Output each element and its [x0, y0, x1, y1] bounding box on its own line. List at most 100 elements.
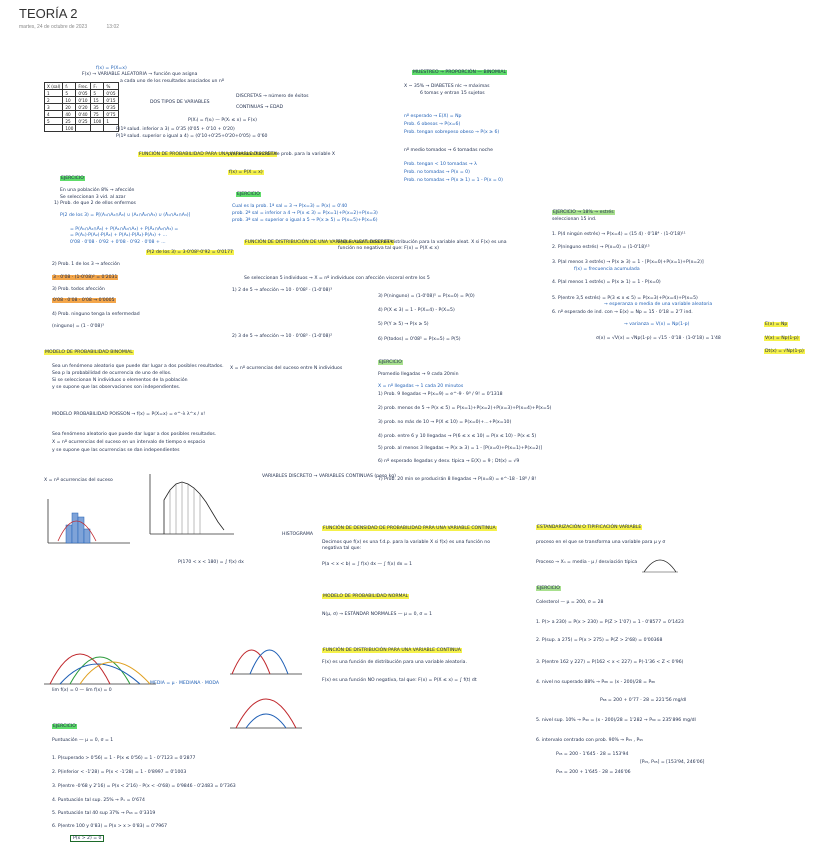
note-col2-30: 5) prob. al menos 3 llegadas → P(x ≥ 3) …	[378, 446, 543, 451]
note-col3-24: P₈₈ = 200 + 0'77 · 28 = 221'56 mg/dl	[600, 698, 687, 703]
note-col3-15: ESTANDARIZACIÓN O TIPIFICACIÓN VARIABLE	[536, 525, 643, 530]
note-col1-6: P(Xᵢ) = f(xᵢ) — P(Xᵢ ≤ x) = F(x)	[188, 118, 257, 123]
note-col2-38: P(a < x < b) = ∫ f(x) dx — ∫ f(x) dx = 1	[322, 562, 413, 567]
table-cell: 5	[90, 89, 105, 97]
note-col2-6: nº medio tomados → 6 tomadas noche	[404, 148, 493, 153]
note-col2-8: Prob. no tomadas → P(x = 0)	[404, 170, 470, 175]
note-col1-23: 3) Prob. todos afección	[52, 287, 105, 292]
note-col1-16: P(2 de los 3) = P[(A₁∩A₂∩Ā₃) ∪ (A₁∩Ā₂∩A₃…	[60, 213, 191, 218]
frequency-table: X (sal) fᵢ Frec. Fᵢ % 1 5 0'05 5 0'05 2 …	[43, 82, 119, 132]
note-col2-9: Prob. no tomadas → P(x ≥ 1) = 1 - P(x = …	[404, 178, 503, 183]
note-col3-7: 5. P(entre 3,5 estrés) = P(3 ≤ x ≤ 5) = …	[552, 296, 698, 301]
note-col1-15: 1) Prob. de que 2 de ellos enfermos	[54, 201, 136, 206]
page-time: 13:02	[106, 24, 120, 30]
note-col2-32: 7) Prob. 20 min se producirán 8 llegadas…	[378, 477, 537, 482]
table-row: 3 20 0'20 35 0'35	[43, 103, 119, 111]
note-col3-22: 3. P(entre 162 y 227) = P(162 < x < 227)…	[536, 660, 684, 665]
note-col2-34: HISTOGRAMA	[282, 532, 313, 537]
table-cell	[90, 124, 105, 132]
table-cell: 0'05	[103, 89, 119, 97]
table-cell: 0'05	[75, 89, 92, 97]
table-header: Fᵢ	[90, 82, 105, 90]
note-col3-4: 3. P(al menos 3 estrés) → P(x ≥ 3) = 1 -…	[552, 260, 704, 265]
note-col3-23: 4. nivel no superado 88% → P₈₈ = (x - 20…	[536, 680, 655, 685]
note-col2-33: VARIABLES DISCRETO → VARIABLES CONTINUAS…	[262, 474, 396, 479]
note-col1-17: = P(A₁∩A₂∩Ā₃) + P(A₁∩Ā₂∩A₃) + P(Ā₁∩A₂∩A₃…	[70, 227, 179, 232]
note-col3-13: V(x) = Np(1-p)	[764, 336, 800, 341]
note-col2-25: X = nº llegadas → 1 cada 20 minutos	[378, 384, 464, 389]
table-header-row: X (sal) fᵢ Frec. Fᵢ %	[43, 82, 119, 90]
table-cell: 5	[62, 89, 77, 97]
note-col3-25: 5. nivel sup. 10% → P₉₀ = (x - 200)/28 =…	[536, 718, 696, 723]
table-cell	[103, 124, 119, 132]
note-col1-28: Sea un fenómeno aleatorio que puede dar …	[52, 364, 224, 369]
note-col3-21: 2. P(sup. a 275) = P(x > 275) = P(Z > 2'…	[536, 638, 663, 643]
note-col3-5: f(x) = frecuencia acumulada	[574, 267, 640, 272]
note-col2-41: FUNCIÓN DE DISTRIBUCIÓN PARA UNA VARIABL…	[322, 648, 462, 653]
note-col3-14: Dt(x) = √Np(1-p)	[764, 349, 805, 354]
note-col2-35: P(170 < x < 180) = ∫ f(x) dx	[178, 560, 244, 565]
note-col2-22: 6) P(todos) = 0'08⁵ = P(x=5) = P(5)	[378, 337, 461, 342]
note-col3-1: seleccionan 15 ind.	[552, 217, 597, 222]
standard-normal-sketch	[642, 559, 678, 573]
note-col1-2: a cada uno de los resultados asociados u…	[120, 79, 225, 84]
note-col1-42: 1. P(superado > 0'56) = 1 - P(x ≤ 0'56) …	[52, 756, 196, 761]
note-col2-43: F(x) es una función NO negativa, tal que…	[322, 678, 477, 683]
note-col3-11: σ(x) = √V(x) = √Np(1-p) = √15 · 0'18 · (…	[596, 336, 721, 341]
note-col2-19: 3) P(ninguno) = (1-0'08)⁵ = P(x=0) = P(0…	[378, 294, 475, 299]
table-row: 1 5 0'05 5 0'05	[43, 89, 119, 97]
page-datetime: martes, 24 de octubre de 2023 13:02	[19, 24, 137, 30]
table-cell: 35	[90, 103, 105, 111]
note-col2-21: 5) P(Y ≥ 5) → P(x ≥ 5)	[378, 322, 429, 327]
note-col3-3: 2. P(ninguno estrés) → P(x=0) = (1-0'18)…	[552, 245, 650, 250]
note-col2-40: N(μ, σ) → ESTÁNDAR NORMALES — μ = 0, σ =…	[322, 612, 433, 617]
table-cell: 0'20	[75, 103, 92, 111]
note-col2-7: Prob. tengan < 10 tomadas → λ	[404, 162, 477, 167]
table-cell	[43, 124, 64, 132]
table-cell: 25	[62, 117, 77, 125]
note-col1-0: f(x) = P(X=x)	[96, 66, 127, 71]
table-cell: 15	[90, 96, 105, 104]
note-col2-37: Decimos que f(x) es una f.d.p. para la v…	[322, 540, 491, 551]
note-col3-8: 6. nº esperado de ind. con → E(x) = Np =…	[552, 310, 693, 315]
note-col2-27: 2) prob. menos de 5 → P(x ≤ 5) = P(x=1)+…	[378, 406, 552, 411]
note-col1-33: MODELO PROBABILIDAD POISSON → f(x) = P(X…	[52, 412, 206, 417]
note-col3-10: → varianza = V(x) = Np(1-p)	[624, 322, 690, 327]
note-col2-12: prob. 2ª sal = inferior a 4 → P(x ≤ 3) =…	[232, 211, 378, 216]
page-date: martes, 24 de octubre de 2023	[19, 24, 88, 30]
note-col2-4: Prob. 6 obesos → P(x=6)	[404, 122, 461, 127]
note-col2-13: prob. 3ª sal = superior o igual a 5 → P(…	[232, 218, 378, 223]
note-col1-36: y se supone que las ocurrencias se dan i…	[52, 448, 180, 453]
table-total-row: 100	[43, 124, 119, 132]
note-col1-29: Sea p la probabilidad de ocurrencia de u…	[52, 371, 172, 376]
note-col1-21: 2) Prob. 1 de los 3 → afección	[52, 262, 120, 267]
table-cell: 2	[43, 96, 64, 104]
note-col1-25: 4) Prob. ninguno tenga la enfermedad	[52, 312, 140, 317]
table-cell: 1	[103, 117, 119, 125]
table-cell: 0'75	[103, 110, 119, 118]
note-col1-20: P(2 de los 3) = 3·0'08²·0'92 = 0'0177	[146, 250, 234, 255]
note-col1-10: p(x) es una función de prob. para la var…	[228, 152, 336, 157]
note-col2-10: EJERCICIO	[236, 192, 261, 197]
table-cell: 20	[62, 103, 77, 111]
table-header: fᵢ	[62, 82, 77, 90]
table-cell: 3	[43, 103, 64, 111]
note-col3-16: proceso en el que se transforma una vari…	[536, 540, 666, 545]
table-cell: 0'35	[103, 103, 119, 111]
note-col1-34: Sea fenómeno aleatorio que puede dar lug…	[52, 432, 217, 437]
note-col2-16: Se seleccionan 5 individuos → X = nº ind…	[244, 276, 430, 281]
note-col2-39: MODELO DE PROBABILIDAD NORMAL	[322, 594, 410, 599]
note-col2-11: Cual es la prob. 1ª sal = 3 → P(x=3) = P…	[232, 204, 348, 209]
table-cell: 1	[43, 89, 64, 97]
note-col1-4: DISCRETAS → número de éxitos	[236, 94, 309, 99]
table-header: %	[103, 82, 119, 90]
table-row: 5 25 0'25 100 1	[43, 117, 119, 125]
note-col1-47: 6. P(entre 100 y 0'83) = P(x > x > 0'83)…	[52, 824, 168, 829]
note-col2-20: 4) P(X ≤ 3) = 1 - P(X=4) - P(X=5)	[378, 308, 455, 313]
note-col3-26: 6. intervalo centrado con prob. 90% → P₀…	[536, 738, 643, 743]
note-col2-5: Prob. tengan sobrepeso obeso → P(x ≥ 6)	[404, 130, 500, 135]
note-col2-2: 6 tomas y entran 15 sujetos	[420, 91, 485, 96]
note-col1-9: FUNCIÓN DE PROBABILIDAD PARA UNA VARIABL…	[138, 152, 278, 157]
table-header: Frec.	[75, 82, 92, 90]
note-col2-3: nº esperado → E(X) = Np	[404, 114, 462, 119]
